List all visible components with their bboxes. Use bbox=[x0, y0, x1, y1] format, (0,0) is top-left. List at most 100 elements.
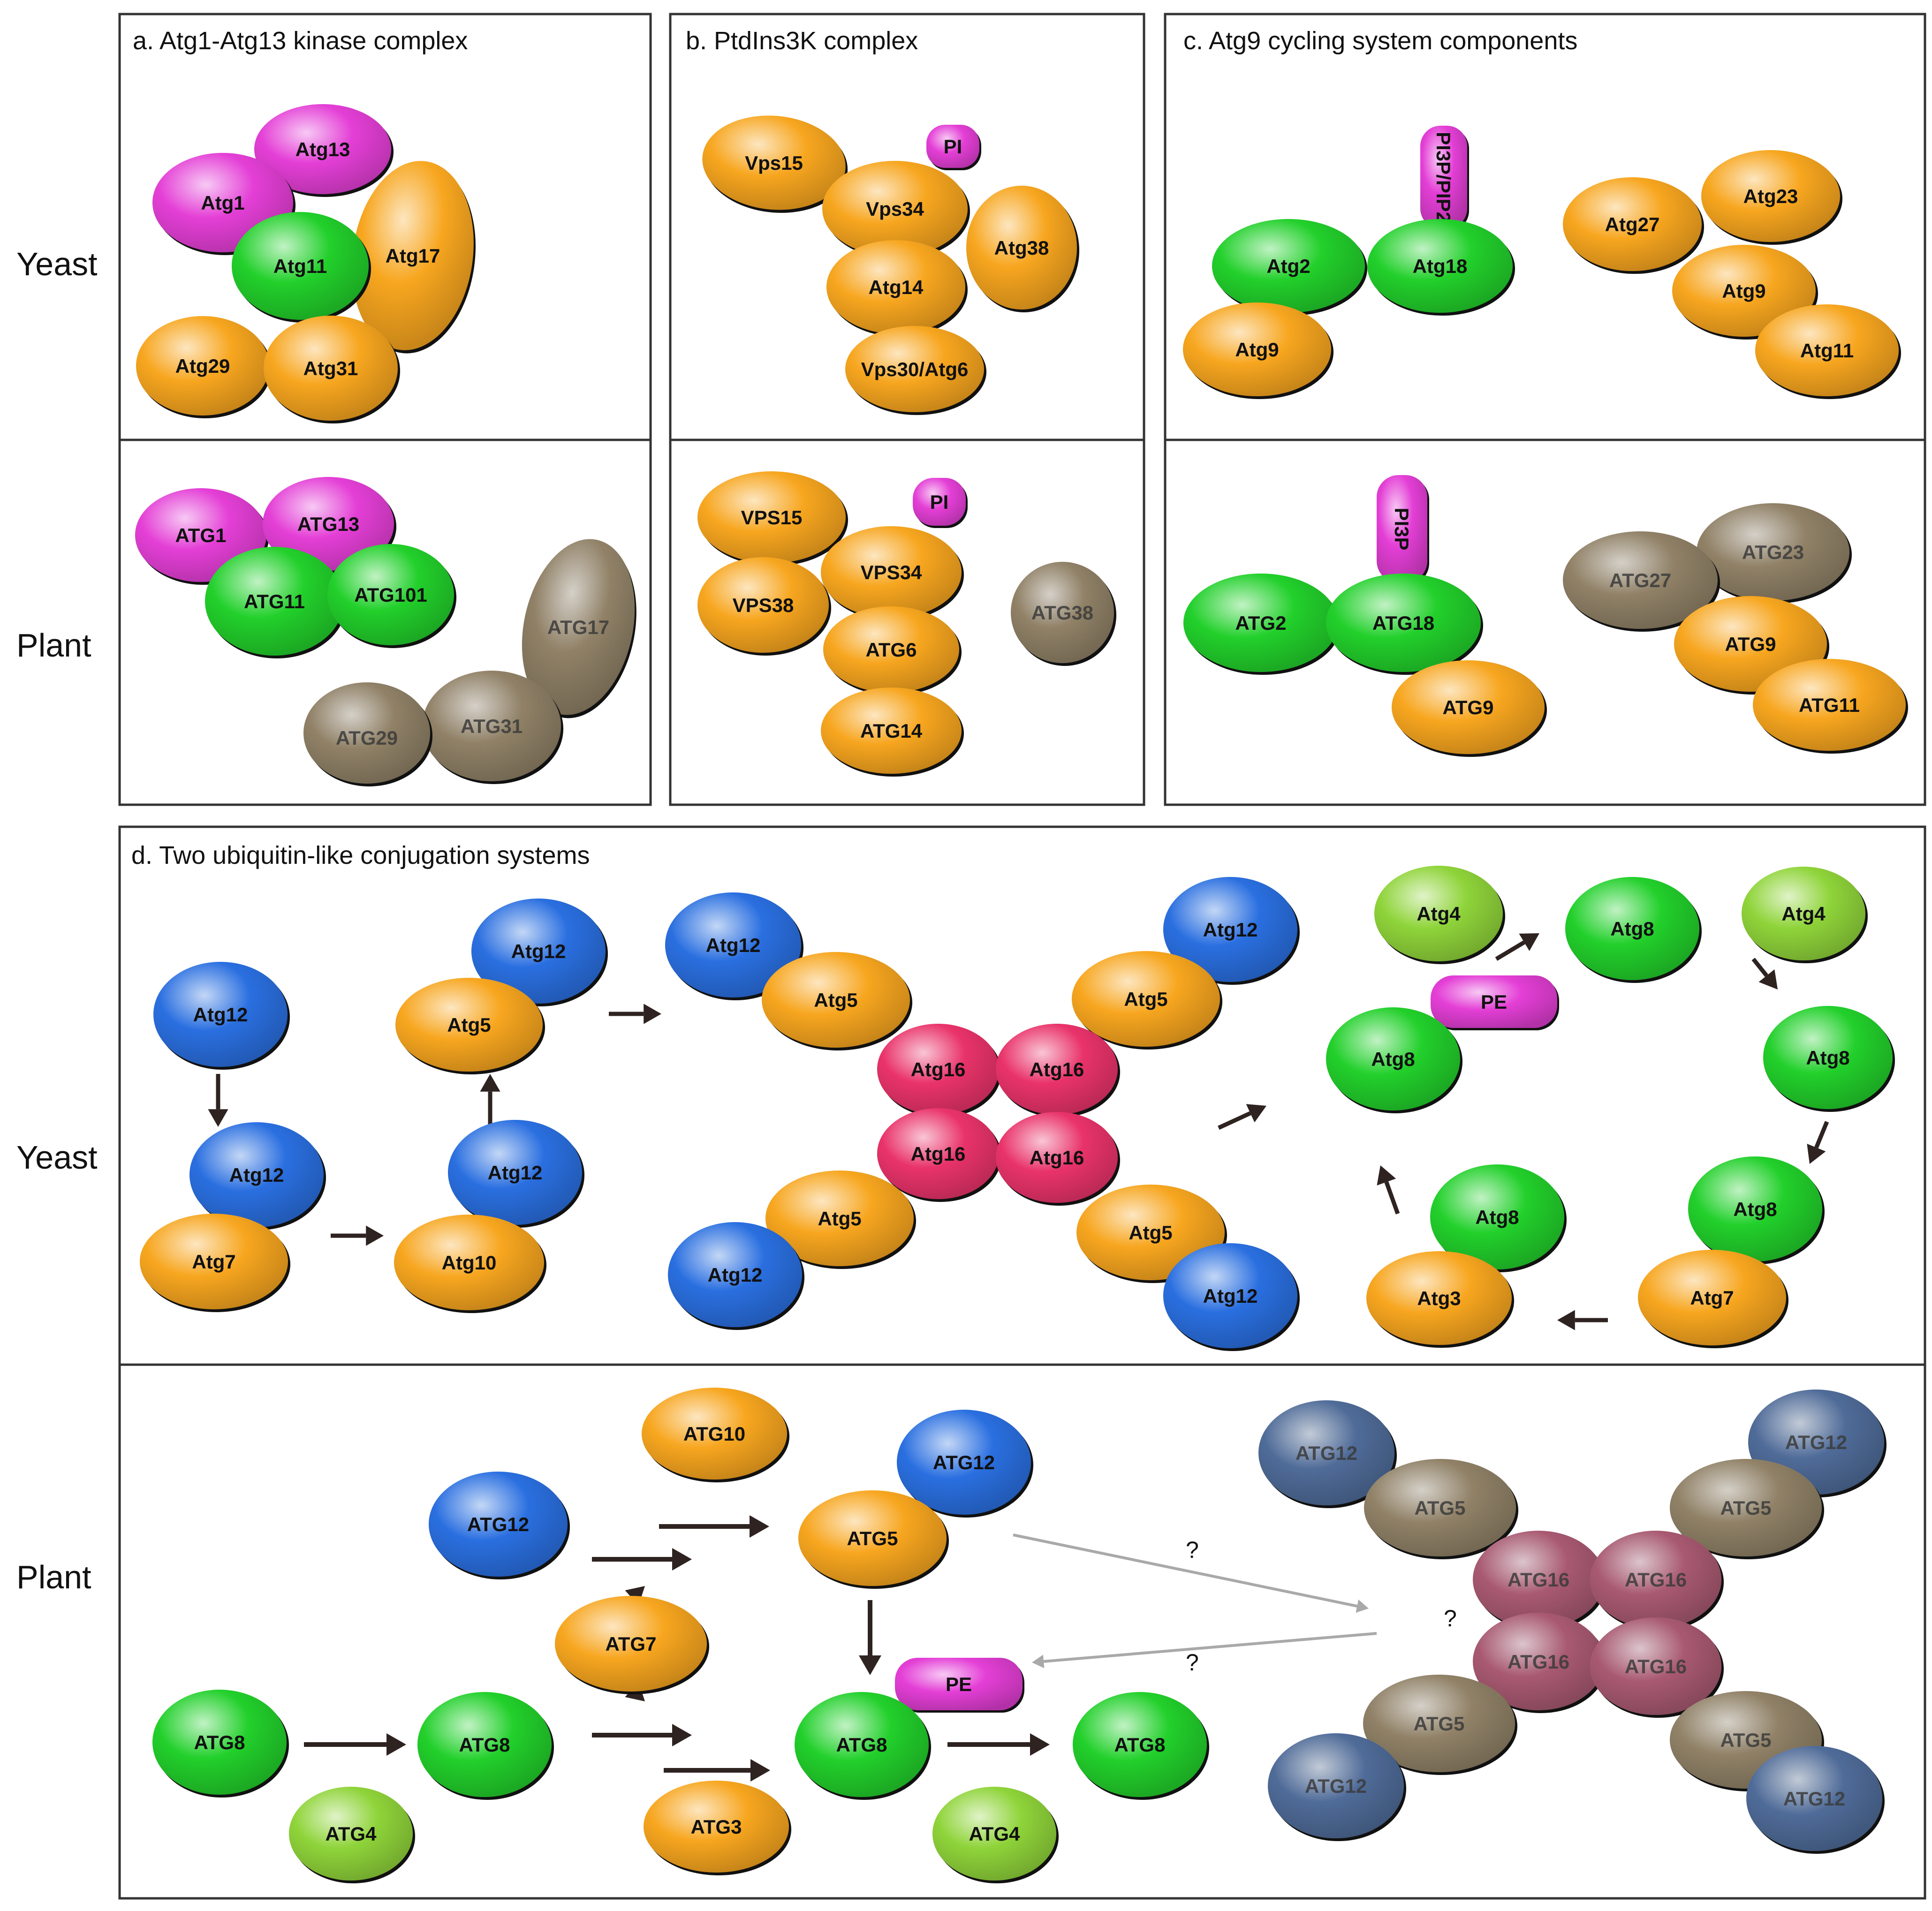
protein-blob: ATG8 bbox=[417, 1692, 554, 1800]
protein-label: Atg12 bbox=[488, 1162, 543, 1184]
protein-blob: ATG12 bbox=[1258, 1400, 1397, 1508]
protein-blob: VPS15 bbox=[697, 471, 848, 566]
question-mark: ? bbox=[1444, 1605, 1457, 1632]
protein-blob: ATG12 bbox=[429, 1472, 570, 1579]
protein-blob: Atg16 bbox=[996, 1024, 1120, 1118]
protein-blob: ATG16 bbox=[1590, 1531, 1724, 1631]
protein-blob: ATG11 bbox=[1753, 659, 1908, 754]
protein-label: ATG12 bbox=[1305, 1775, 1367, 1797]
protein-blob: Atg12 bbox=[471, 899, 608, 1006]
protein-label: Atg12 bbox=[511, 940, 566, 962]
protein-label: Atg16 bbox=[1030, 1147, 1084, 1169]
protein-blob: Atg12 bbox=[1163, 1243, 1300, 1351]
protein-blob: ATG17 bbox=[522, 539, 636, 718]
protein-label: ATG8 bbox=[1114, 1734, 1166, 1756]
protein-blob: Atg4 bbox=[1742, 867, 1868, 963]
protein-label: Atg12 bbox=[706, 934, 761, 956]
protein-label: ATG23 bbox=[1742, 541, 1804, 563]
protein-label: ATG2 bbox=[1235, 612, 1287, 634]
protein-label: ATG12 bbox=[1296, 1442, 1357, 1464]
protein-blob: VPS34 bbox=[821, 526, 964, 621]
arrow bbox=[609, 1004, 661, 1024]
protein-label: ATG9 bbox=[1443, 696, 1494, 718]
lipid-label: PI bbox=[944, 136, 962, 158]
protein-blob: Vps34 bbox=[822, 161, 970, 259]
protein-label: Atg14 bbox=[869, 276, 924, 298]
protein-label: ATG12 bbox=[933, 1451, 995, 1473]
lipid-label: PI3P/PIP2 bbox=[1432, 132, 1455, 223]
protein-label: Atg8 bbox=[1475, 1206, 1519, 1228]
protein-blob: ATG16 bbox=[1473, 1531, 1606, 1631]
protein-label: ATG27 bbox=[1609, 569, 1671, 591]
protein-label: ATG9 bbox=[1725, 633, 1776, 655]
arrow bbox=[208, 1074, 228, 1127]
panel-b-frame bbox=[669, 13, 1145, 806]
arrow bbox=[1557, 1310, 1608, 1330]
protein-label: VPS38 bbox=[733, 594, 794, 616]
protein-blob: Atg16 bbox=[877, 1108, 1001, 1202]
protein-blob: ATG7 bbox=[555, 1596, 709, 1694]
protein-blob: Atg27 bbox=[1563, 177, 1704, 274]
panel-c-title: c. Atg9 cycling system components bbox=[1183, 27, 1577, 55]
arrow bbox=[859, 1600, 881, 1675]
arrow bbox=[592, 1548, 692, 1571]
protein-label: ATG8 bbox=[194, 1731, 245, 1753]
protein-blob: ATG4 bbox=[932, 1787, 1059, 1883]
protein-label: ATG38 bbox=[1031, 602, 1093, 624]
protein-blob: ATG5 bbox=[1364, 1459, 1518, 1559]
protein-label: Atg5 bbox=[1124, 988, 1167, 1010]
protein-label: Atg8 bbox=[1733, 1198, 1777, 1220]
protein-label: ATG11 bbox=[1799, 694, 1860, 716]
protein-label: ATG1 bbox=[175, 524, 227, 546]
protein-blob: ATG3 bbox=[644, 1781, 791, 1875]
protein-label: ATG16 bbox=[1625, 1569, 1687, 1591]
protein-label: Atg9 bbox=[1722, 280, 1765, 302]
protein-label: ATG12 bbox=[467, 1513, 529, 1535]
lipid-tag-vertical: PI3P/PIP2 bbox=[1420, 126, 1469, 231]
protein-label: Atg11 bbox=[273, 255, 327, 277]
protein-blob: Atg10 bbox=[394, 1215, 546, 1313]
protein-label: ATG11 bbox=[244, 590, 305, 612]
protein-label: Atg5 bbox=[447, 1014, 491, 1036]
protein-blob: Atg11 bbox=[232, 212, 371, 323]
protein-label: Atg7 bbox=[192, 1251, 235, 1273]
panel-d-title: d. Two ubiquitin-like conjugation system… bbox=[131, 841, 590, 869]
protein-label: Atg16 bbox=[1030, 1058, 1084, 1080]
protein-blob: Atg12 bbox=[189, 1122, 326, 1230]
protein-blob: Atg5 bbox=[765, 1171, 916, 1269]
protein-label: Atg8 bbox=[1806, 1047, 1849, 1069]
protein-blob: Atg8 bbox=[1565, 877, 1702, 983]
protein-label: Atg5 bbox=[1129, 1222, 1172, 1244]
protein-label: Atg12 bbox=[229, 1164, 284, 1186]
lipid-label: PE bbox=[1481, 991, 1507, 1013]
protein-label: ATG5 bbox=[1720, 1497, 1772, 1519]
protein-label: Atg7 bbox=[1690, 1287, 1734, 1309]
protein-blob: Atg29 bbox=[136, 316, 272, 418]
lipid-tag: PI bbox=[913, 478, 968, 528]
protein-label: ATG5 bbox=[1415, 1497, 1466, 1519]
protein-label: Atg16 bbox=[911, 1058, 966, 1080]
protein-blob: ATG12 bbox=[1746, 1746, 1885, 1854]
protein-label: VPS34 bbox=[861, 561, 922, 583]
protein-label: ATG3 bbox=[691, 1816, 742, 1838]
protein-blob: ATG18 bbox=[1326, 574, 1483, 675]
panel-c-frame bbox=[1164, 13, 1926, 806]
arrow bbox=[331, 1225, 384, 1246]
protein-blob: Atg31 bbox=[264, 316, 400, 423]
protein-blob: Atg38 bbox=[966, 186, 1079, 312]
protein-label: Vps30/Atg6 bbox=[861, 358, 969, 380]
lipid-label: PE bbox=[946, 1673, 972, 1695]
arrow bbox=[664, 1759, 770, 1782]
protein-label: Atg12 bbox=[708, 1264, 763, 1286]
protein-blob: Atg16 bbox=[996, 1112, 1120, 1206]
arrow bbox=[1751, 958, 1778, 989]
arrow bbox=[480, 1074, 500, 1125]
lipid-label: PI bbox=[930, 491, 949, 513]
protein-label: Atg1 bbox=[201, 192, 244, 214]
protein-label: Atg8 bbox=[1371, 1048, 1415, 1070]
row-label-yeast-top: Yeast bbox=[16, 246, 98, 282]
protein-blob: Atg12 bbox=[1163, 877, 1300, 985]
panel-a-frame bbox=[118, 13, 652, 806]
question-mark: ? bbox=[1186, 1649, 1199, 1676]
protein-label: ATG10 bbox=[683, 1423, 745, 1445]
